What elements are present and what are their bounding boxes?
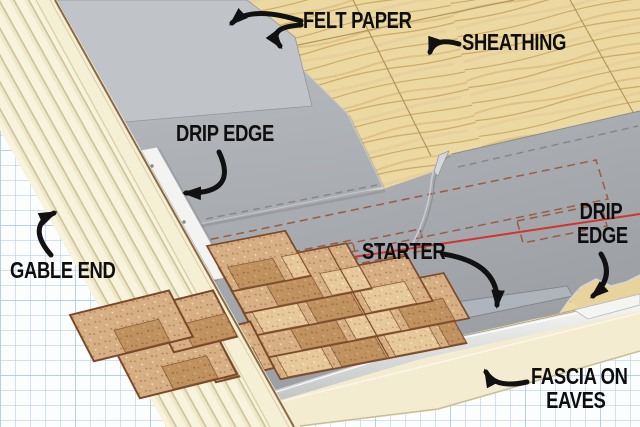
rake-board: [34, 0, 296, 427]
rake-board-face: [34, 0, 296, 427]
gable-end-label: GABLE END: [10, 257, 116, 283]
rake-board-groove: [49, 0, 290, 427]
nail: [182, 220, 186, 224]
drip-edge-eave-label-line2: EDGE: [577, 222, 628, 248]
felt-fold-edge: [559, 274, 640, 314]
felt-paper-arrow-1: [228, 7, 304, 26]
felt-paper-upper-course: [56, 0, 386, 231]
fascia-label-line1: FASCIA ON: [531, 363, 628, 389]
felt-alignment-dash: [205, 184, 378, 220]
shingle-tab: [113, 318, 171, 353]
starter-label: STARTER: [362, 238, 446, 264]
nail: [150, 164, 154, 168]
annotation-arrows: [36, 7, 609, 389]
shingle-tab: [280, 252, 311, 279]
fascia-arrow: [483, 368, 530, 389]
fascia-eave-face: [281, 311, 640, 427]
starter-arrow: [440, 251, 505, 310]
shingle-tab: [319, 265, 372, 296]
fascia-label-line2: EAVES: [546, 387, 606, 413]
drip-edge-eave-face: [272, 297, 640, 401]
rake-board-groove: [35, 0, 271, 427]
felt-lower-top-edge: [451, 110, 640, 155]
fascia-top-highlight: [282, 312, 640, 402]
sheathing-seam: [569, 0, 634, 113]
felt-curl: [433, 150, 450, 177]
drip-edge-rake-arrow: [181, 149, 227, 201]
fascia-bottom-edge: [299, 350, 640, 427]
layout-rect: [516, 203, 608, 244]
felt-roll-edge: [411, 150, 451, 248]
felt-upper-shadow: [348, 114, 385, 189]
fascia-eave-board: [281, 311, 640, 427]
loose-shingle: [68, 289, 195, 363]
reveal-drip-edge-metal: [572, 293, 640, 320]
drip-edge-eave-arrow: [589, 251, 609, 299]
shingle-tab: [226, 257, 286, 290]
rake-board-edge-line: [54, 0, 295, 427]
chalk-line: [319, 213, 640, 263]
sheathing-seam: [352, 0, 432, 157]
sheathing-label: SHEATHING: [462, 29, 567, 55]
felt-upper-shadow: [185, 189, 386, 231]
gable-end-arrow: [36, 210, 58, 258]
felt-paper-label: FELT PAPER: [303, 7, 412, 33]
shingle-tab: [161, 355, 219, 390]
felt-paper-arrow-2: [265, 22, 304, 50]
fascia-on-eaves-label: FASCIA ON EAVES: [531, 363, 628, 413]
layout-rect: [197, 159, 609, 282]
felt-alignment-dash: [457, 125, 639, 168]
sheathing-arrow: [427, 35, 462, 56]
drip-edge-eave-label: DRIP EDGE: [577, 198, 628, 248]
drip-edge-eave-label-line1: DRIP: [579, 198, 623, 224]
shingle-tab: [358, 281, 418, 313]
sheathing-seam: [283, 0, 515, 49]
shingle-course-1: [205, 229, 313, 293]
shingle-joint: [327, 246, 354, 293]
drip-edge-rake-label: DRIP EDGE: [176, 120, 275, 146]
